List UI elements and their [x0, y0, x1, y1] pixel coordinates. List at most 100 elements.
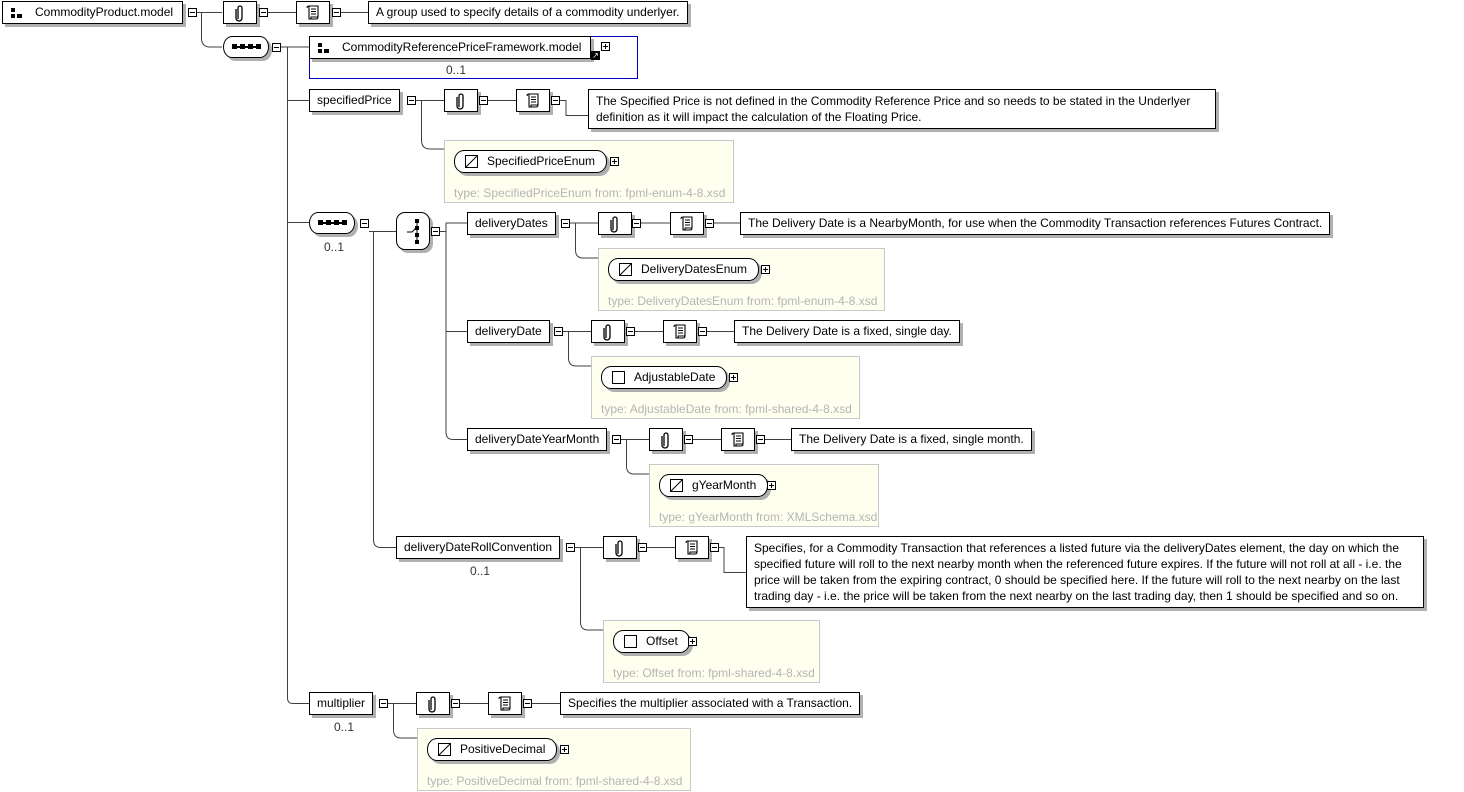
collapse-toggle[interactable]	[407, 96, 416, 105]
type-name: Offset	[646, 634, 678, 648]
documentation-box[interactable]	[296, 1, 330, 24]
collapse-toggle[interactable]	[756, 435, 765, 444]
deliveryDate-documentation: The Delivery Date is a fixed, single day…	[734, 320, 960, 343]
annotation-box[interactable]	[598, 212, 632, 235]
collapse-toggle[interactable]	[188, 8, 197, 17]
paperclip-icon	[661, 432, 671, 449]
simple-type-icon	[438, 743, 451, 756]
choice-compositor[interactable]	[396, 212, 430, 250]
root-name: CommodityProduct.model	[35, 5, 174, 19]
root-model-group[interactable]: CommodityProduct.model	[2, 1, 184, 24]
type-Offset[interactable]: Offset	[613, 630, 690, 653]
collapse-toggle[interactable]	[551, 96, 560, 105]
element-deliveryDateRollConvention[interactable]: deliveryDateRollConvention	[396, 536, 561, 559]
annotation-box[interactable]	[223, 1, 257, 24]
documentation-box[interactable]	[721, 428, 755, 451]
documentation-box[interactable]	[675, 536, 709, 559]
paperclip-icon	[456, 93, 466, 110]
element-deliveryDateYearMonth[interactable]: deliveryDateYearMonth	[467, 428, 608, 451]
collapse-toggle[interactable]	[332, 8, 341, 17]
expand-toggle[interactable]	[610, 157, 619, 166]
collapse-toggle[interactable]	[272, 43, 281, 52]
type-card: SpecifiedPriceEnum type: SpecifiedPriceE…	[444, 140, 734, 203]
collapse-toggle[interactable]	[638, 543, 647, 552]
expand-toggle[interactable]	[767, 481, 776, 490]
element-multiplier[interactable]: multiplier	[309, 692, 374, 715]
simple-type-icon	[619, 263, 632, 276]
scroll-icon	[679, 216, 695, 231]
model-group-reference-icon	[318, 43, 330, 53]
collapse-toggle[interactable]	[566, 543, 575, 552]
collapse-toggle[interactable]	[431, 227, 440, 236]
type-SpecifiedPriceEnum[interactable]: SpecifiedPriceEnum	[454, 150, 608, 173]
annotation-box[interactable]	[591, 320, 625, 343]
type-card: PositiveDecimal type: PositiveDecimal fr…	[417, 728, 691, 791]
collapse-toggle[interactable]	[612, 435, 621, 444]
paperclip-icon	[235, 5, 245, 22]
sequence-optional[interactable]	[309, 212, 355, 234]
type-info: type: DeliveryDatesEnum from: fpml-enum-…	[608, 294, 878, 308]
choice-icon	[407, 219, 419, 244]
ref-model-header: CommodityReferencePriceFramework.model	[309, 36, 592, 59]
type-card: gYearMonth type: gYearMonth from: XMLSch…	[649, 464, 879, 527]
paperclip-icon	[610, 216, 620, 233]
element-occurrence: 0..1	[470, 564, 491, 578]
type-info: type: PositiveDecimal from: fpml-shared-…	[427, 774, 683, 788]
type-info: type: gYearMonth from: XMLSchema.xsd	[659, 510, 878, 524]
type-name: SpecifiedPriceEnum	[487, 154, 596, 168]
type-AdjustableDate[interactable]: AdjustableDate	[601, 366, 728, 389]
element-deliveryDates[interactable]: deliveryDates	[467, 212, 556, 235]
deliveryDates-documentation: The Delivery Date is a NearbyMonth, for …	[740, 212, 1331, 235]
element-deliveryDate[interactable]: deliveryDate	[467, 320, 550, 343]
annotation-box[interactable]	[603, 536, 637, 559]
sequence-icon	[318, 222, 346, 224]
complex-type-icon	[624, 635, 637, 648]
sequence-icon	[232, 46, 260, 48]
element-specifiedPrice[interactable]: specifiedPrice	[309, 89, 400, 112]
collapse-toggle[interactable]	[698, 327, 707, 336]
collapse-toggle[interactable]	[451, 699, 460, 708]
type-gYearMonth[interactable]: gYearMonth	[659, 474, 769, 497]
type-info: type: SpecifiedPriceEnum from: fpml-enum…	[454, 186, 726, 200]
collapse-toggle[interactable]	[561, 219, 570, 228]
collapse-toggle[interactable]	[523, 699, 532, 708]
collapse-toggle[interactable]	[710, 543, 719, 552]
annotation-box[interactable]	[416, 692, 450, 715]
documentation-box[interactable]	[670, 212, 704, 235]
model-group-icon	[11, 8, 23, 18]
type-name: DeliveryDatesEnum	[641, 262, 748, 276]
collapse-toggle[interactable]	[479, 96, 488, 105]
type-info: type: AdjustableDate from: fpml-shared-4…	[601, 402, 852, 416]
collapse-toggle[interactable]	[632, 219, 641, 228]
expand-toggle[interactable]	[688, 637, 697, 646]
annotation-box[interactable]	[444, 89, 478, 112]
collapse-toggle[interactable]	[379, 699, 388, 708]
expand-toggle[interactable]	[601, 42, 610, 51]
collapse-toggle[interactable]	[684, 435, 693, 444]
collapse-toggle[interactable]	[259, 8, 268, 17]
sequence-main[interactable]	[223, 36, 269, 58]
collapse-toggle[interactable]	[626, 327, 635, 336]
collapse-toggle[interactable]	[705, 219, 714, 228]
type-card: AdjustableDate type: AdjustableDate from…	[591, 356, 860, 419]
expand-toggle[interactable]	[729, 373, 738, 382]
paperclip-icon	[603, 324, 613, 341]
documentation-box[interactable]	[663, 320, 697, 343]
simple-type-icon	[465, 155, 478, 168]
documentation-box[interactable]	[516, 89, 550, 112]
ref-model-name: CommodityReferencePriceFramework.model	[342, 40, 582, 54]
expand-toggle[interactable]	[560, 745, 569, 754]
ref-model-occurrence: 0..1	[446, 63, 467, 77]
type-name: PositiveDecimal	[460, 742, 546, 756]
type-PositiveDecimal[interactable]: PositiveDecimal	[427, 738, 558, 761]
annotation-box[interactable]	[649, 428, 683, 451]
collapse-toggle[interactable]	[554, 327, 563, 336]
documentation-box[interactable]	[488, 692, 522, 715]
scroll-icon	[684, 540, 700, 555]
type-DeliveryDatesEnum[interactable]: DeliveryDatesEnum	[608, 258, 760, 281]
reference-model-group[interactable]: CommodityReferencePriceFramework.model ↗…	[309, 36, 638, 79]
specifiedPrice-documentation: The Specified Price is not defined in th…	[588, 89, 1216, 129]
scroll-icon	[730, 432, 746, 447]
collapse-toggle[interactable]	[360, 219, 369, 228]
expand-toggle[interactable]	[761, 265, 770, 274]
